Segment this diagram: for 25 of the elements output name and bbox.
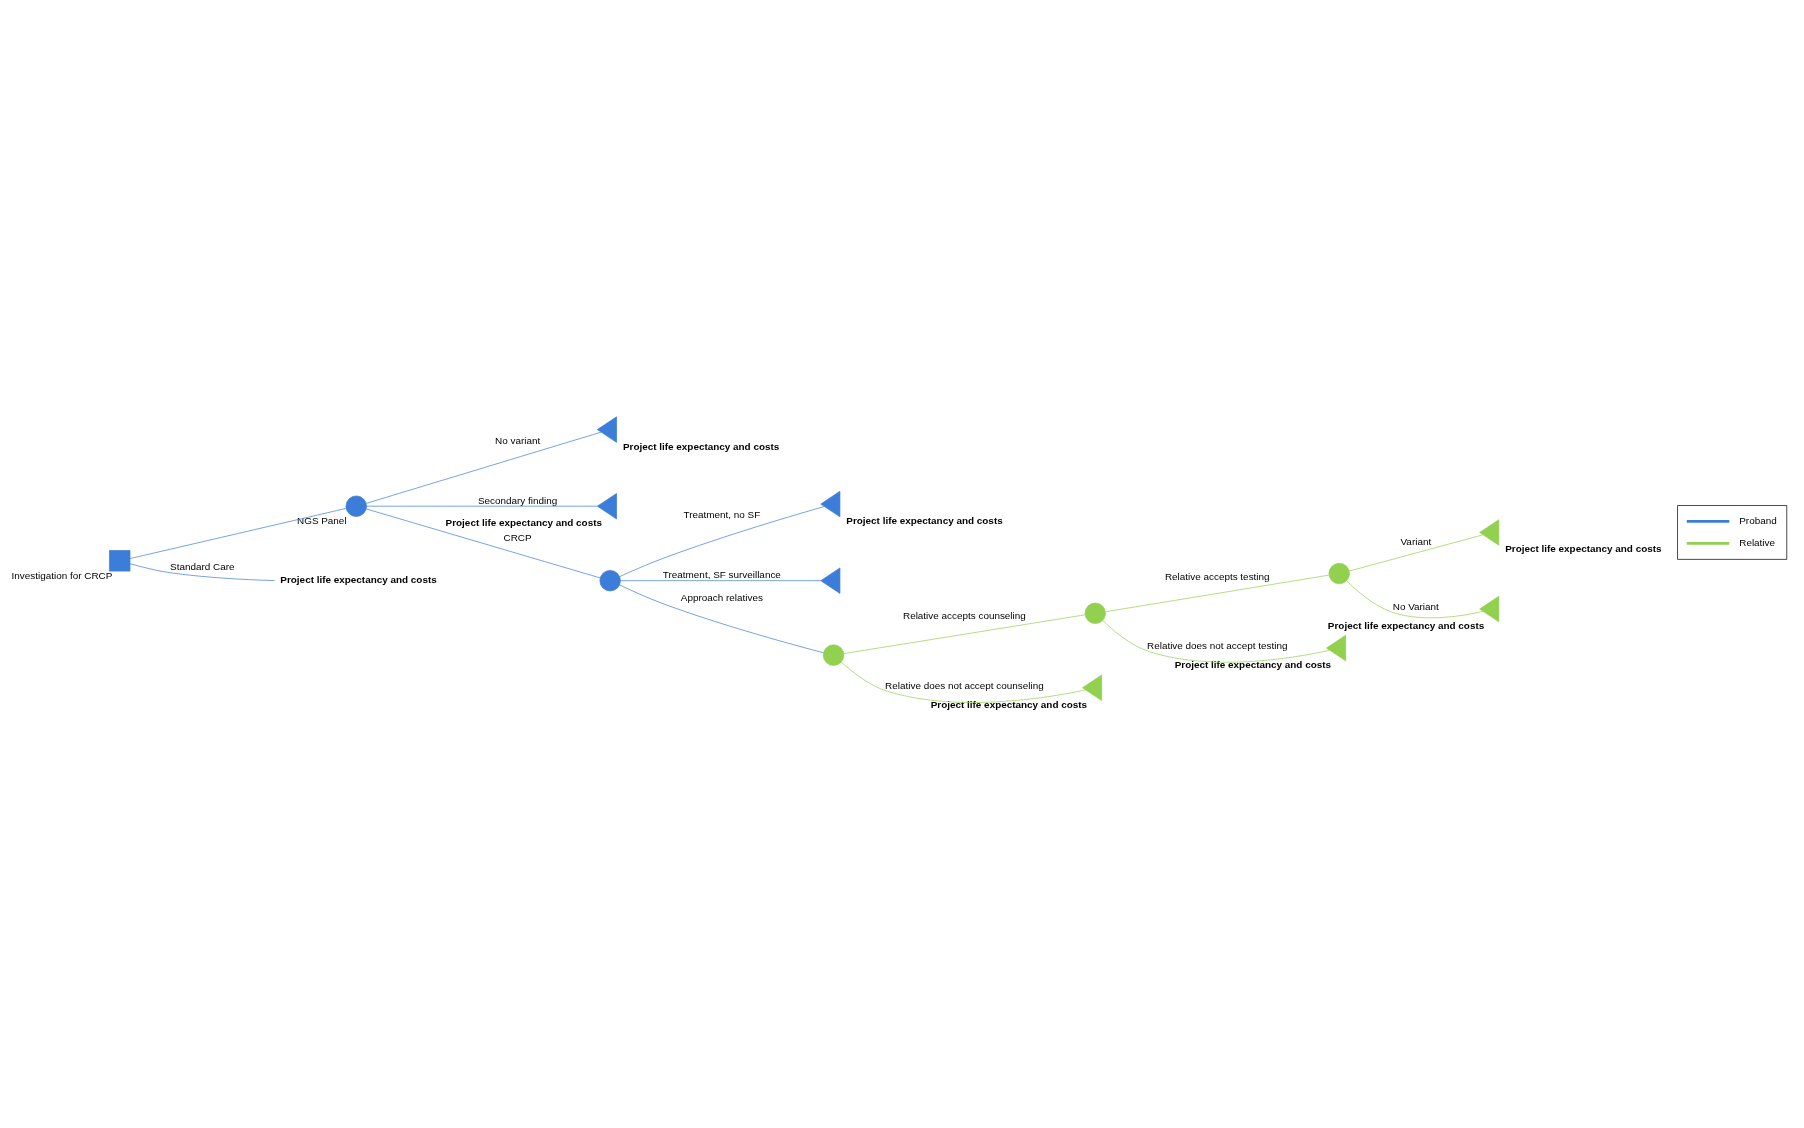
edge-label: Standard Care [170, 561, 235, 573]
node-label: Project life expectancy and costs [846, 515, 1003, 527]
edge-label: Relative accepts counseling [903, 610, 1026, 622]
edge-label: No variant [495, 434, 541, 446]
edge-label: Treatment, SF surveillance [662, 568, 781, 580]
node-label: Project life expectancy and costs [1174, 659, 1332, 671]
legend-label: Proband [1739, 515, 1777, 527]
node-label: Project life expectancy and costs [930, 698, 1088, 710]
edge-label: Relative does not accept counseling [885, 679, 1044, 691]
node-label: Project life expectancy and costs [1327, 620, 1485, 632]
node-label: Project life expectancy and costs [1505, 543, 1662, 555]
edge-label: Relative does not accept testing [1147, 639, 1288, 651]
edge-label: CRCP [503, 532, 532, 544]
edge-label: Relative accepts testing [1164, 571, 1270, 583]
node-label: Project life expectancy and costs [445, 517, 602, 529]
edge-label: Treatment, no SF [683, 509, 761, 521]
edge-label: Secondary finding [477, 494, 558, 506]
legend-label: Relative [1739, 537, 1776, 549]
node-label: Investigation for CRCP [11, 570, 113, 582]
edge-label: Variant [1400, 535, 1432, 547]
edge-label: No Variant [1392, 600, 1439, 612]
node-text: Project life expectancy and costs [280, 573, 437, 585]
node-label: Project life expectancy and costs [622, 440, 780, 452]
edge-label: Approach relatives [680, 592, 763, 604]
node-label: NGS Panel [297, 515, 347, 527]
